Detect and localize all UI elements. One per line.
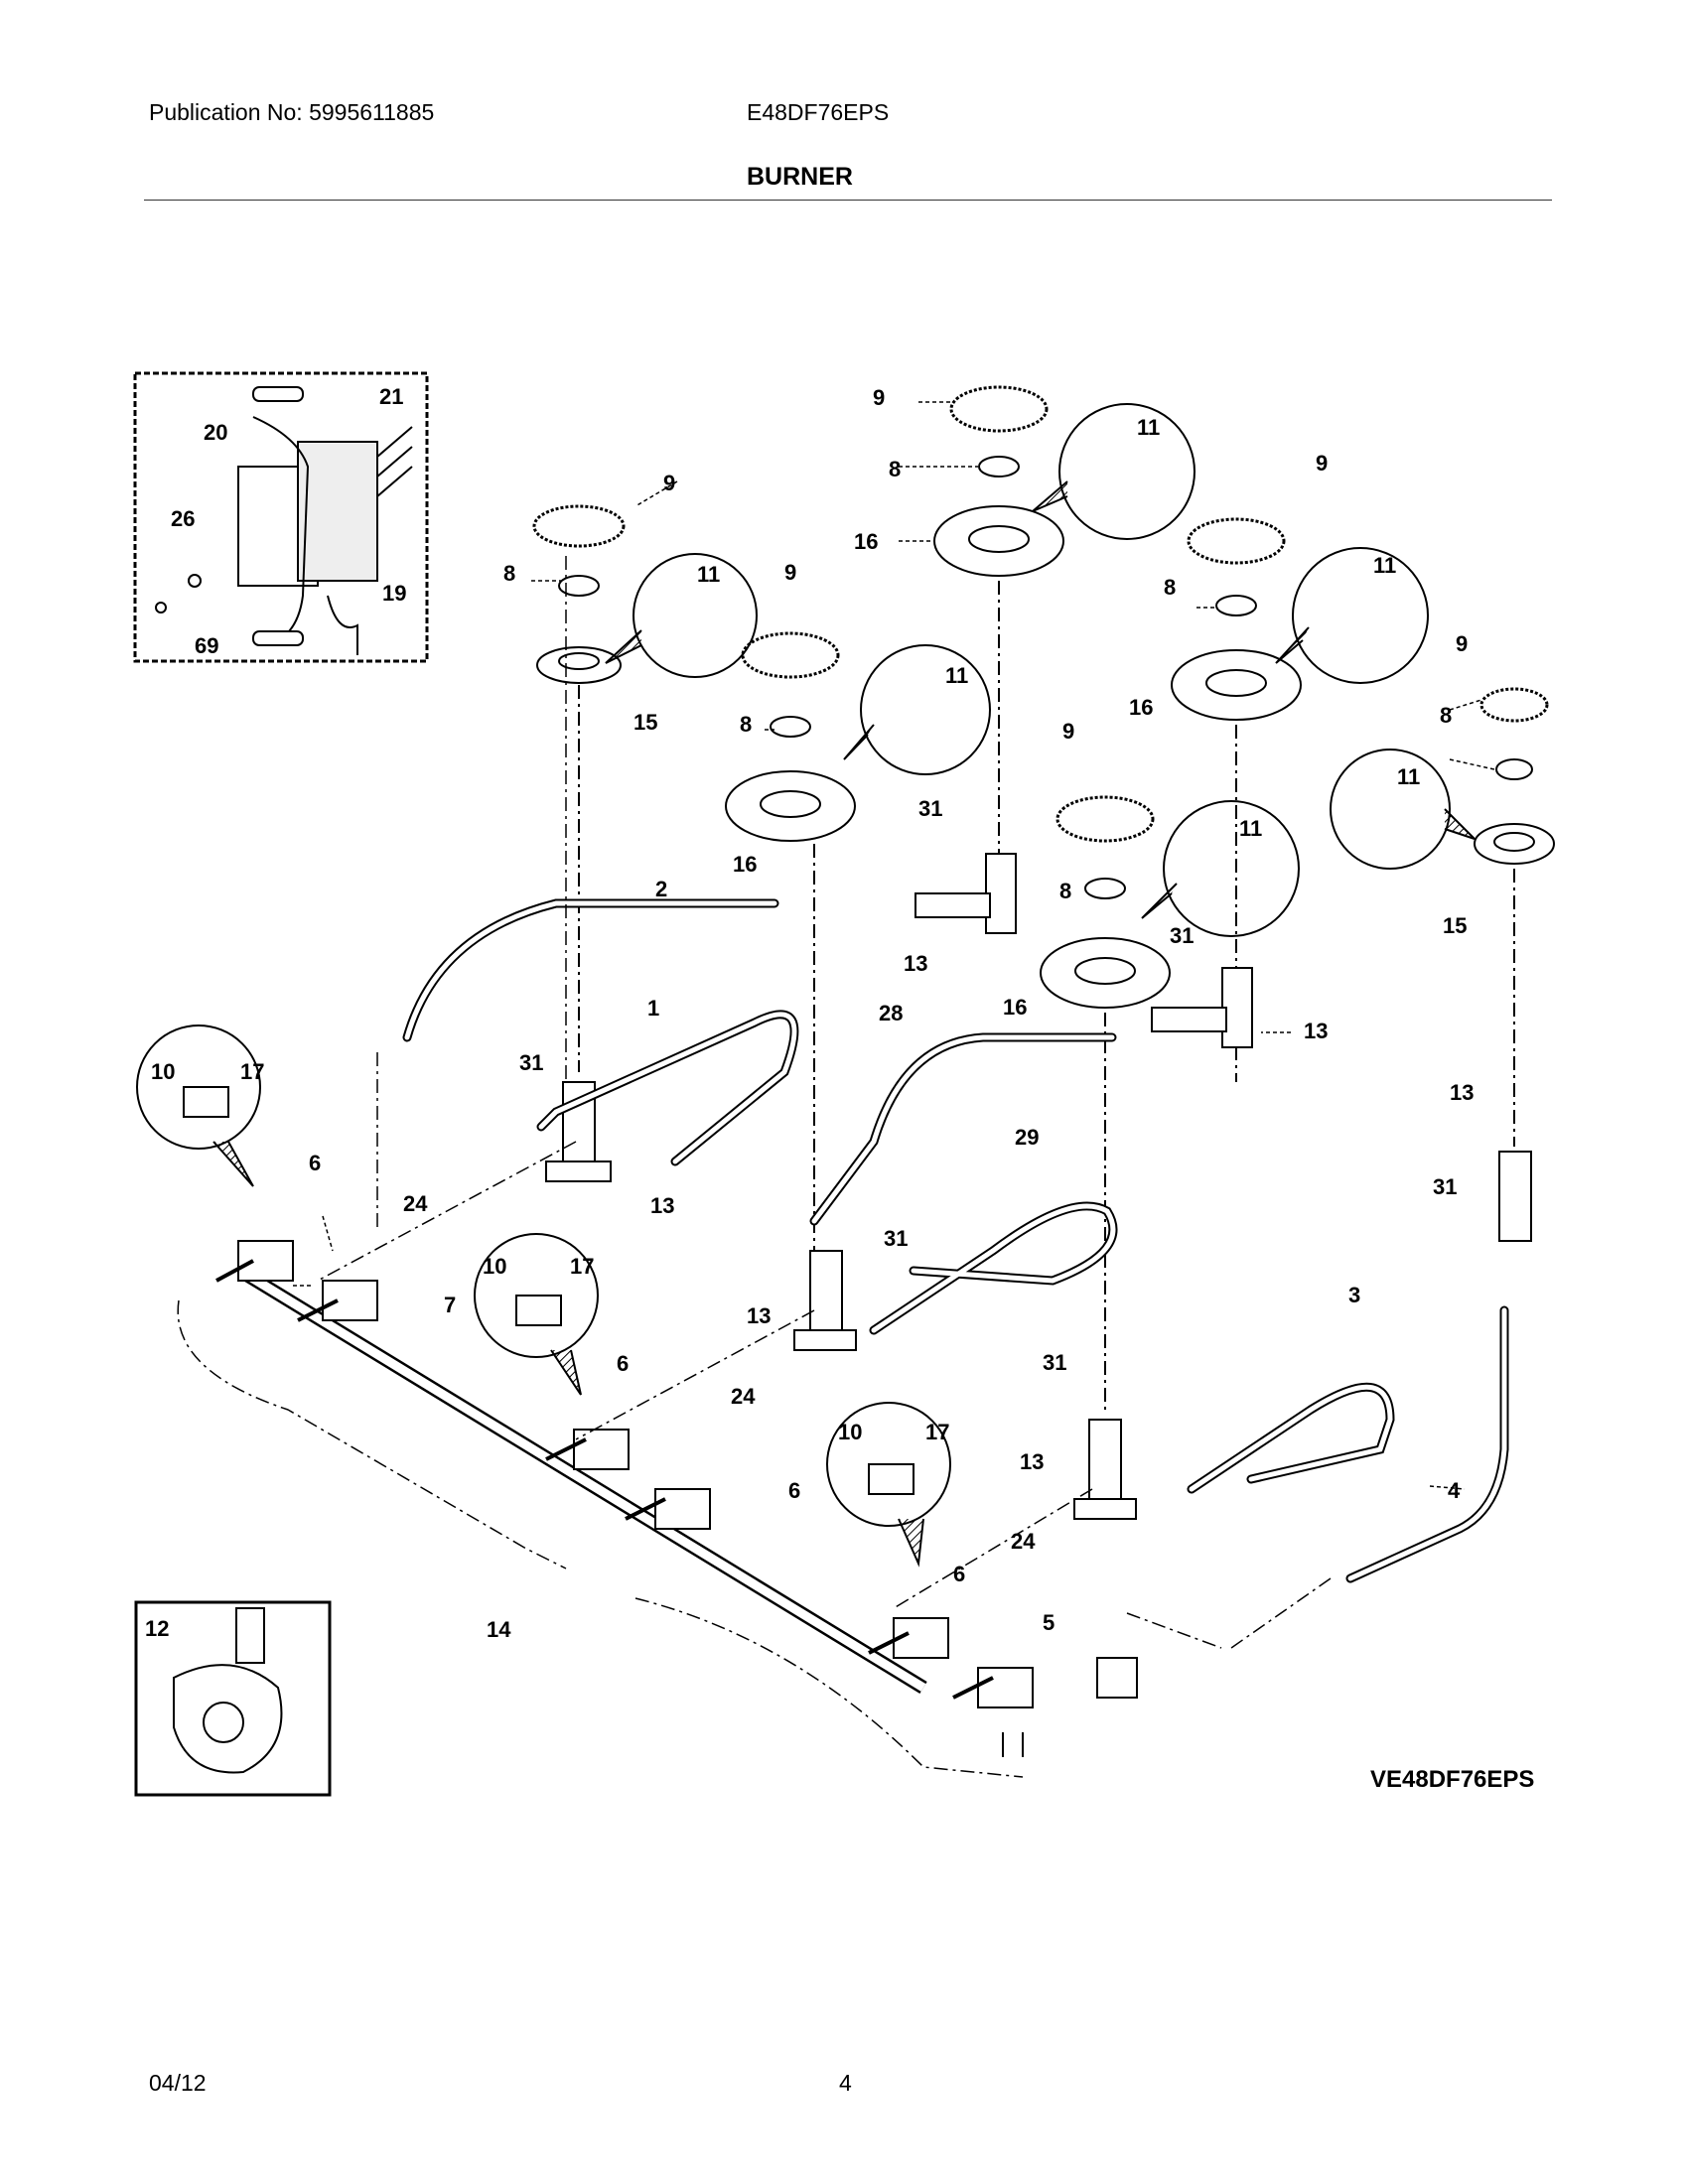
callout-16-center-top: 16 xyxy=(854,529,878,554)
callout-17-a: 17 xyxy=(240,1059,264,1084)
callout-31-e: 31 xyxy=(1043,1350,1066,1375)
publication-number: Publication No: 5995611885 xyxy=(149,99,435,125)
gas-tubes xyxy=(402,898,1509,1583)
callout-8-center-top: 8 xyxy=(889,457,901,481)
callout-14: 14 xyxy=(487,1617,511,1642)
callout-11-far-right: 11 xyxy=(1397,764,1420,789)
callout-13-f: 13 xyxy=(1450,1080,1474,1105)
diagram-code: VE48DF76EPS xyxy=(1370,1766,1535,1793)
callout-13-c: 13 xyxy=(650,1193,674,1218)
burner-assembly-left xyxy=(532,504,758,1072)
burner-assembly-far-right xyxy=(1330,687,1555,1147)
callout-24-c: 24 xyxy=(1011,1529,1036,1554)
callout-8-right: 8 xyxy=(1164,575,1176,600)
callout-6-d: 6 xyxy=(953,1562,965,1586)
callout-8-far-right: 8 xyxy=(1440,703,1452,728)
section-title: BURNER xyxy=(747,163,853,191)
burner-assembly-center xyxy=(1040,795,1300,1410)
assembly-lines xyxy=(177,556,1332,1778)
callout-11-center-top: 11 xyxy=(1137,415,1160,440)
callout-10-a: 10 xyxy=(151,1059,175,1084)
callout-6-c: 6 xyxy=(788,1478,800,1503)
inset-harness xyxy=(133,371,429,663)
callout-13-d: 13 xyxy=(747,1303,771,1328)
header-rule xyxy=(144,200,1552,201)
callout-15-left: 15 xyxy=(633,710,657,735)
leader-lines xyxy=(293,401,1495,1490)
callout-11-right: 11 xyxy=(1373,553,1396,578)
callout-13-b: 13 xyxy=(1304,1019,1328,1043)
callout-labels: 21 20 26 19 69 9 8 11 15 9 8 11 16 9 8 1… xyxy=(145,384,1474,1642)
callout-5: 5 xyxy=(1043,1610,1055,1635)
callout-31-a: 31 xyxy=(918,796,942,821)
callout-21: 21 xyxy=(379,384,403,409)
callout-9-right: 9 xyxy=(1316,451,1328,476)
valve-manifold xyxy=(215,1240,1138,1757)
callout-19: 19 xyxy=(382,581,406,606)
callout-6-b: 6 xyxy=(617,1351,629,1376)
callout-13-e: 13 xyxy=(1020,1449,1044,1474)
burner-assembly-right xyxy=(1171,517,1429,1082)
callout-17-b: 17 xyxy=(570,1254,594,1279)
callout-4: 4 xyxy=(1448,1478,1461,1503)
callout-31-f: 31 xyxy=(1433,1174,1457,1199)
callout-6-a: 6 xyxy=(309,1151,321,1175)
callout-26: 26 xyxy=(171,506,195,531)
callout-31-c: 31 xyxy=(519,1050,543,1075)
callout-11-center-left: 11 xyxy=(945,663,968,688)
callout-8-left: 8 xyxy=(503,561,515,586)
burner-assembly-center-top xyxy=(933,385,1196,913)
callout-16-center-left: 16 xyxy=(733,852,757,877)
callout-2: 2 xyxy=(655,877,667,901)
callout-8-center: 8 xyxy=(1059,879,1071,903)
callout-20: 20 xyxy=(204,420,227,445)
callout-28: 28 xyxy=(879,1001,903,1025)
callout-10-b: 10 xyxy=(483,1254,506,1279)
callout-31-d: 31 xyxy=(884,1226,908,1251)
callout-24-a: 24 xyxy=(403,1191,428,1216)
callout-15-far-right: 15 xyxy=(1443,913,1467,938)
callout-7: 7 xyxy=(444,1293,456,1317)
inset-regulator xyxy=(134,1600,332,1797)
callout-10-c: 10 xyxy=(838,1420,862,1444)
burner-bases xyxy=(545,853,1532,1520)
callout-9-center-top: 9 xyxy=(873,385,885,410)
callout-17-c: 17 xyxy=(925,1420,949,1444)
callout-24-b: 24 xyxy=(731,1384,756,1409)
callout-11-left: 11 xyxy=(697,562,720,587)
callout-31-b: 31 xyxy=(1170,923,1194,948)
page-number: 4 xyxy=(839,2070,852,2096)
callout-9-center: 9 xyxy=(1062,719,1074,744)
valve-detail-circles xyxy=(136,1024,951,1568)
callout-69: 69 xyxy=(195,633,218,658)
callout-8-center-left: 8 xyxy=(740,712,752,737)
burner-assembly-center-left xyxy=(725,631,991,1281)
callout-16-right: 16 xyxy=(1129,695,1153,720)
callout-13-a: 13 xyxy=(904,951,927,976)
callout-16-center: 16 xyxy=(1003,995,1027,1020)
callout-9-left: 9 xyxy=(663,471,675,495)
callout-3: 3 xyxy=(1348,1283,1360,1307)
callout-29: 29 xyxy=(1015,1125,1039,1150)
callout-12: 12 xyxy=(145,1616,169,1641)
callout-9-center-left: 9 xyxy=(784,560,796,585)
callout-9-far-right: 9 xyxy=(1456,631,1468,656)
footer-date: 04/12 xyxy=(149,2070,207,2096)
callout-11-center: 11 xyxy=(1239,816,1262,841)
callout-1: 1 xyxy=(647,996,659,1021)
model-number: E48DF76EPS xyxy=(747,99,890,125)
